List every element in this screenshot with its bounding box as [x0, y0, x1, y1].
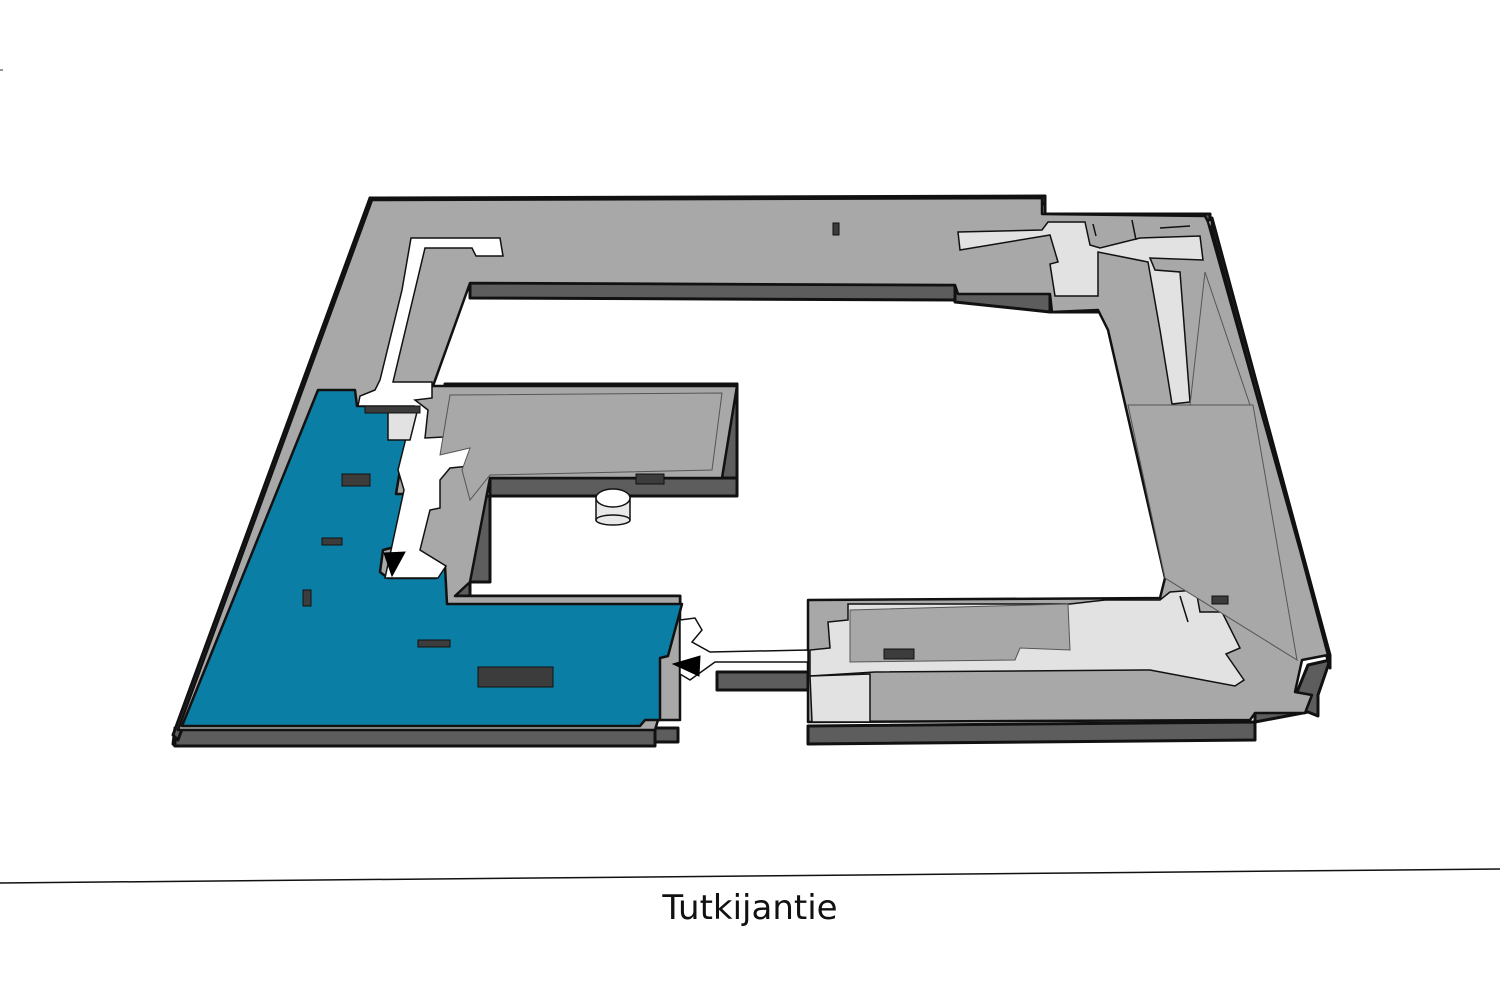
entrance-arrow-icon[interactable]: [383, 551, 406, 578]
fixtures: [302, 222, 1229, 688]
entrance-arrow-icon[interactable]: [671, 655, 701, 677]
room-areas: [176, 196, 1330, 732]
detail-lines: [1092, 219, 1191, 623]
street-name-label: Tutkijantie: [662, 888, 838, 928]
street-line: [0, 868, 1500, 884]
room-sub-areas: [439, 271, 1298, 663]
round-column-icon: [595, 488, 631, 526]
